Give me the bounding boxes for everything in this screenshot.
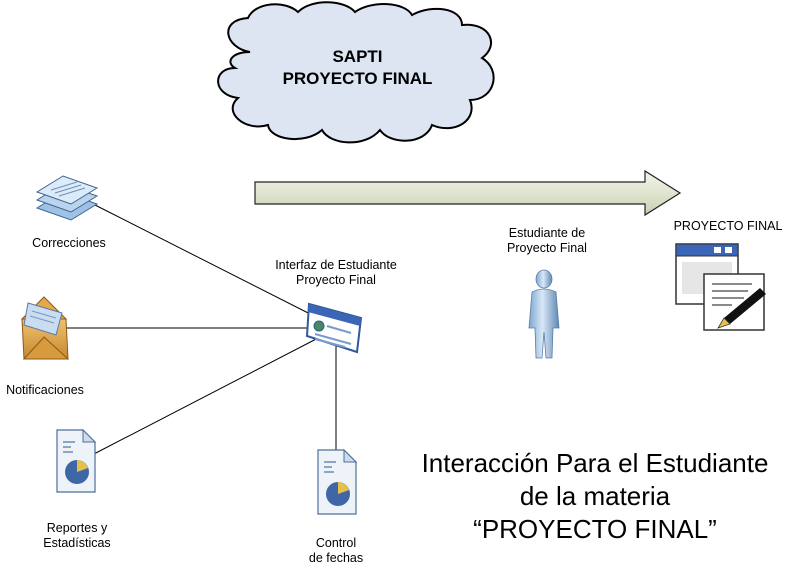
- label-control: Control de fechas: [286, 536, 386, 566]
- label-estudiante-line2: Proyecto Final: [507, 241, 587, 255]
- label-estudiante: Estudiante de Proyecto Final: [492, 226, 602, 256]
- cloud-title-line1: SAPTI: [332, 47, 383, 66]
- connector-correcciones: [94, 204, 323, 321]
- label-interfaz-line1: Interfaz de Estudiante: [275, 258, 397, 272]
- connector-reportes: [91, 335, 323, 456]
- diagram-title-line2: de la materia: [519, 481, 671, 511]
- diagram-title-line1: Interacción Para el Estudiante: [421, 448, 769, 478]
- person-icon: [528, 269, 560, 359]
- cloud-title-line2: PROYECTO FINAL: [282, 69, 433, 88]
- envelope-icon: [20, 296, 70, 360]
- label-control-line2: de fechas: [308, 551, 364, 565]
- label-estudiante-line1: Estudiante de: [508, 226, 586, 240]
- label-notificaciones: Notificaciones: [6, 383, 84, 397]
- label-reportes: Reportes y Estadísticas: [27, 521, 127, 551]
- label-control-line1: Control: [315, 536, 357, 550]
- cloud-shape: [217, 1, 495, 144]
- project-documents-icon: [675, 243, 766, 331]
- label-correcciones: Correcciones: [32, 236, 106, 250]
- label-proyecto-final: PROYECTO FINAL: [673, 219, 783, 233]
- label-interfaz: Interfaz de Estudiante Proyecto Final: [256, 258, 416, 288]
- interface-window-icon: [305, 302, 363, 354]
- report-document-icon: [56, 428, 97, 493]
- label-reportes-line1: Reportes y: [46, 521, 108, 535]
- diagram-title-line3: “PROYECTO FINAL”: [473, 514, 717, 544]
- label-interfaz-line2: Proyecto Final: [296, 273, 376, 287]
- cloud-title: SAPTI PROYECTO FINAL: [255, 46, 460, 90]
- diagram-title: Interacción Para el Estudiante de la mat…: [405, 447, 785, 546]
- label-reportes-line2: Estadísticas: [43, 536, 111, 550]
- stacked-documents-icon: [35, 175, 99, 221]
- flow-arrow: [254, 169, 682, 217]
- calendar-report-icon: [317, 448, 358, 515]
